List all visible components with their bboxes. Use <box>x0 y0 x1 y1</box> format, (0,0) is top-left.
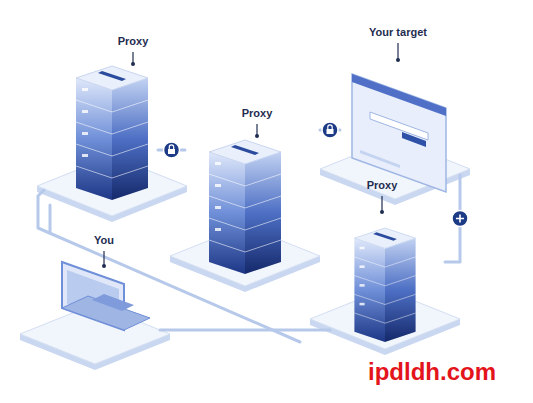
device-label: Proxy <box>242 106 273 120</box>
device-label: You <box>94 233 114 247</box>
device-node: Your target <box>340 25 470 175</box>
connection-line <box>320 122 340 138</box>
device-node: You <box>35 233 160 365</box>
device-node: Proxy <box>330 178 445 350</box>
device-node: Proxy <box>40 34 158 205</box>
device-label: Proxy <box>118 34 149 48</box>
device-label: Proxy <box>367 178 398 192</box>
connection-line <box>158 142 185 158</box>
connection-line <box>50 205 51 233</box>
connection-line <box>445 175 468 262</box>
device-label: Your target <box>369 25 427 39</box>
watermark: ipdldh.com <box>368 358 496 386</box>
device-node: Proxy <box>185 106 320 270</box>
connection-line <box>160 330 330 331</box>
